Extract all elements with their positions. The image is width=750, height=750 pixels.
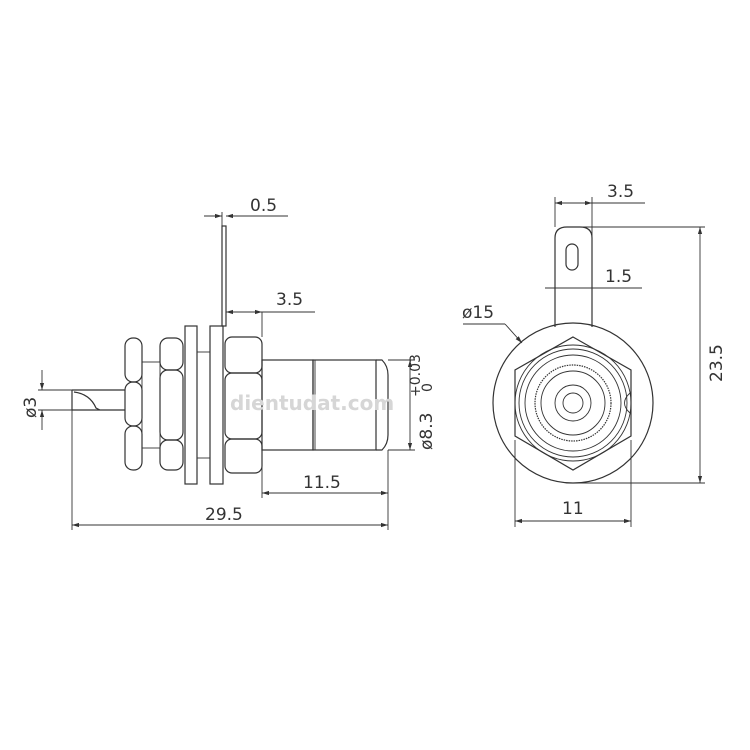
dim-nut-width: 3.5 bbox=[276, 290, 303, 310]
dim-slot-width: 1.5 bbox=[605, 267, 632, 287]
rear-nut bbox=[124, 337, 161, 471]
washer bbox=[184, 325, 198, 485]
solder-lug bbox=[554, 226, 593, 327]
front-view: 3.5 1.5 23.5 ø15 11 bbox=[462, 182, 727, 527]
dim-tolerance-lower: 0 bbox=[420, 383, 436, 392]
flange-circle bbox=[492, 322, 654, 484]
body-sleeve bbox=[261, 359, 389, 451]
dim-body-length: 11.5 bbox=[303, 473, 341, 493]
solder-plate bbox=[221, 225, 227, 327]
dim-overall-height: 23.5 bbox=[707, 344, 727, 382]
dim-body-diameter: ø8.3 bbox=[417, 413, 437, 450]
second-nut bbox=[159, 337, 184, 471]
watermark: dientudat.com bbox=[230, 391, 394, 415]
pin-shaft bbox=[71, 389, 125, 411]
dim-pin-diameter: ø3 bbox=[21, 397, 41, 418]
dim-lug-width: 3.5 bbox=[607, 182, 634, 202]
dim-tolerance-upper: +0.03 bbox=[408, 354, 424, 397]
dim-flange-diameter: ø15 bbox=[462, 303, 494, 323]
dim-overall-length: 29.5 bbox=[205, 505, 243, 525]
hex-nut bbox=[514, 336, 632, 471]
dim-plate-thickness: 0.5 bbox=[250, 196, 277, 216]
washer bbox=[209, 325, 224, 485]
dim-hex-width: 11 bbox=[562, 499, 584, 519]
side-view: 0.5 3.5 ø3 ø8.3 +0.03 0 11.5 29.5 dientu… bbox=[21, 196, 437, 530]
lug-slot bbox=[565, 243, 579, 271]
